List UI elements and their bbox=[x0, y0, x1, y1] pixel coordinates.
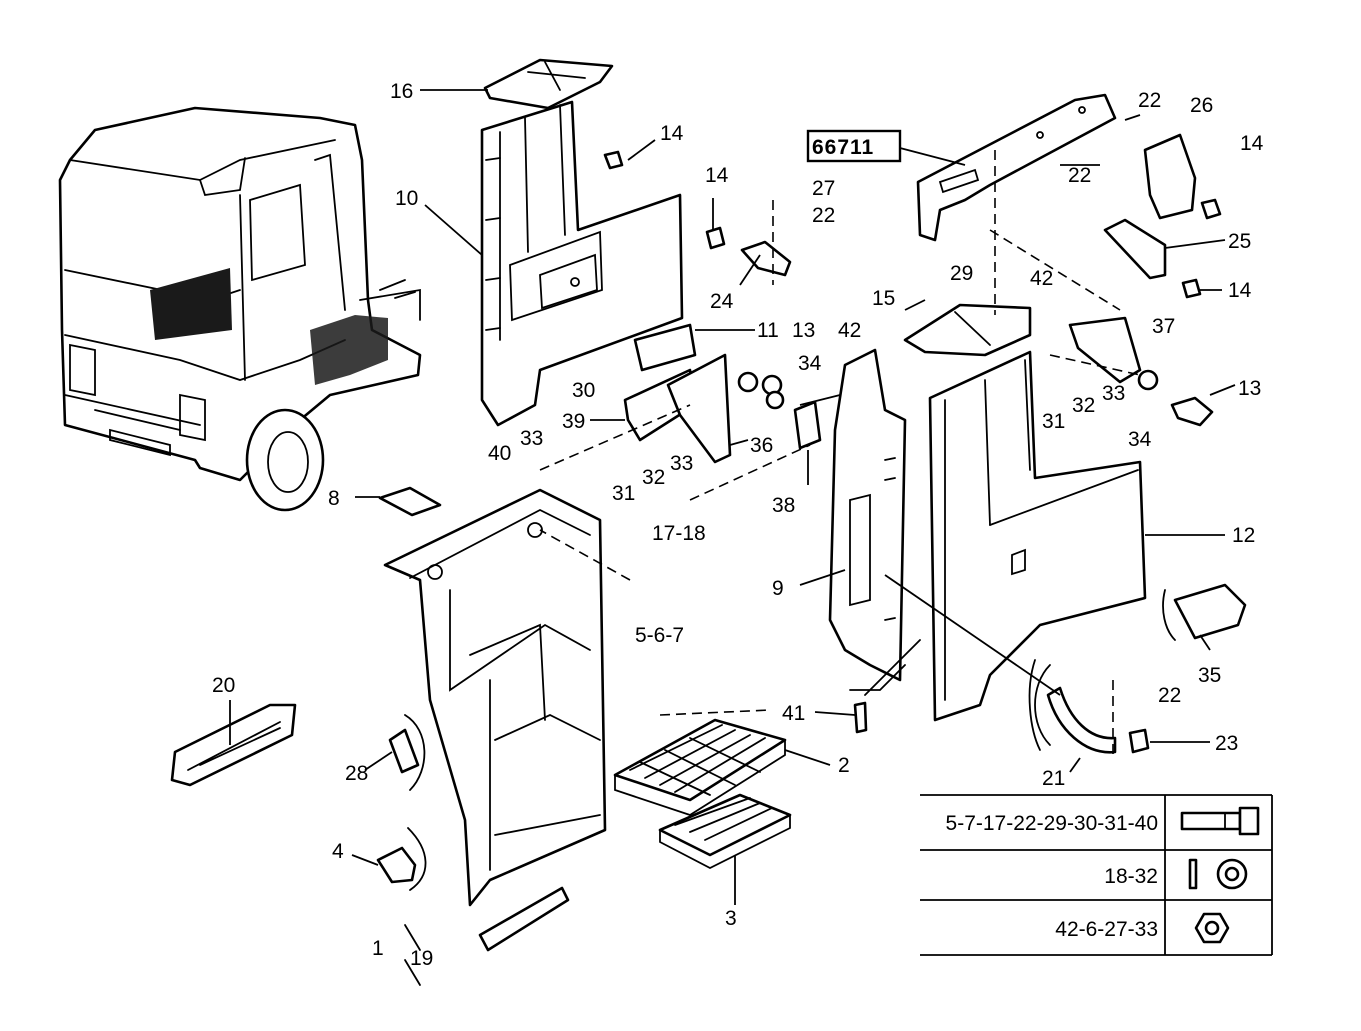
label-9: 9 bbox=[772, 577, 784, 600]
label-42: 42 bbox=[838, 319, 861, 342]
label-31: 31 bbox=[1042, 410, 1065, 433]
label-32: 32 bbox=[642, 466, 665, 489]
label-25: 25 bbox=[1228, 230, 1251, 253]
part-10-upper-side-panel bbox=[480, 100, 684, 427]
label-33: 33 bbox=[670, 452, 693, 475]
label-13: 13 bbox=[792, 319, 815, 342]
part-2-step-grid bbox=[613, 718, 787, 816]
part-28-clip bbox=[388, 728, 420, 774]
part-4-clip bbox=[376, 846, 417, 884]
part-12-right-side-panel bbox=[928, 350, 1147, 722]
label-23: 23 bbox=[1215, 732, 1238, 755]
part-8-plate bbox=[378, 486, 442, 517]
part-26-block bbox=[1143, 133, 1197, 220]
part-36-bracket bbox=[666, 353, 732, 464]
part-3-step-grid bbox=[658, 793, 792, 870]
label-27: 27 bbox=[812, 177, 835, 200]
legend-row-nut-codes: 42-6-27-33 bbox=[1055, 918, 1158, 941]
legend-row-bolt-codes: 5-7-17-22-29-30-31-40 bbox=[946, 812, 1158, 835]
label-33: 33 bbox=[520, 427, 543, 450]
label-37: 37 bbox=[1152, 315, 1175, 338]
part-37-bracket bbox=[1068, 316, 1142, 384]
label-24: 24 bbox=[710, 290, 734, 313]
part-38-bracket bbox=[793, 400, 822, 450]
part-41-pin bbox=[853, 701, 868, 734]
part-1-lower-step-housing bbox=[383, 488, 607, 907]
label-29: 29 bbox=[950, 262, 973, 285]
label-11: 11 bbox=[757, 319, 779, 342]
part-19-strip bbox=[478, 886, 570, 952]
part-13-screws bbox=[737, 371, 1214, 427]
label-13: 13 bbox=[1238, 377, 1261, 400]
label-20: 20 bbox=[212, 674, 235, 697]
label-19: 19 bbox=[410, 947, 433, 970]
part-23-nut bbox=[1128, 728, 1150, 754]
fastener-legend-table: 5-7-17-22-29-30-31-40 18-32 42-6-27-33 bbox=[920, 794, 1273, 956]
label-3: 3 bbox=[725, 907, 737, 930]
label-42: 42 bbox=[1030, 267, 1053, 290]
callout-labels: 16 10 14 14 27 22 24 11 13 42 34 30 39 3… bbox=[212, 80, 1264, 970]
part-34-washers bbox=[765, 369, 1159, 410]
bolt-icon bbox=[1180, 806, 1260, 836]
label-22: 22 bbox=[812, 204, 835, 227]
label-16: 16 bbox=[390, 80, 413, 103]
part-24-hinge bbox=[740, 240, 792, 277]
label-39: 39 bbox=[562, 410, 585, 433]
label-22: 22 bbox=[1068, 164, 1091, 187]
label-33: 33 bbox=[1102, 382, 1125, 405]
label-1: 1 bbox=[372, 937, 384, 960]
hex-nut-icon bbox=[1194, 912, 1230, 944]
part-66711-crossmember bbox=[916, 93, 1117, 242]
label-4: 4 bbox=[332, 840, 344, 863]
label-30: 30 bbox=[572, 379, 595, 402]
leader-lines bbox=[229, 89, 1236, 986]
label-38: 38 bbox=[772, 494, 795, 517]
label-14: 14 bbox=[1240, 132, 1264, 155]
washer-icon bbox=[1188, 858, 1248, 890]
label-2: 2 bbox=[838, 754, 850, 777]
part-16-top-bracket bbox=[483, 58, 614, 110]
label-35: 35 bbox=[1198, 664, 1221, 687]
label-34: 34 bbox=[798, 352, 822, 375]
part-21-mudguard-strap bbox=[1046, 686, 1117, 754]
part-35-cap bbox=[1173, 583, 1247, 640]
label-22: 22 bbox=[1138, 89, 1161, 112]
part-15-bracket bbox=[903, 303, 1032, 357]
label-26: 26 bbox=[1190, 94, 1213, 117]
label-31: 31 bbox=[612, 482, 635, 505]
svg-text:66711: 66711 bbox=[812, 136, 874, 159]
part-14-bolts bbox=[603, 150, 1222, 299]
label-28: 28 bbox=[345, 762, 368, 785]
label-36: 36 bbox=[750, 434, 773, 457]
label-10: 10 bbox=[395, 187, 418, 210]
legend-row-washer-codes: 18-32 bbox=[1104, 865, 1158, 888]
label-8: 8 bbox=[328, 487, 340, 510]
reference-number-box: 66711 bbox=[806, 129, 902, 163]
label-32: 32 bbox=[1072, 394, 1095, 417]
truck-cab-illustration bbox=[58, 106, 422, 512]
part-11-plate bbox=[633, 323, 697, 372]
label-41: 41 bbox=[782, 702, 805, 725]
label-14: 14 bbox=[705, 164, 729, 187]
label-14: 14 bbox=[660, 122, 684, 145]
label-40: 40 bbox=[488, 442, 511, 465]
part-25-bracket bbox=[1103, 218, 1167, 280]
label-12: 12 bbox=[1232, 524, 1255, 547]
label-15: 15 bbox=[872, 287, 895, 310]
label-14: 14 bbox=[1228, 279, 1252, 302]
label-34: 34 bbox=[1128, 428, 1152, 451]
label-5-6-7: 5-6-7 bbox=[635, 624, 684, 647]
label-21: 21 bbox=[1042, 767, 1065, 790]
label-17-18: 17-18 bbox=[652, 522, 706, 545]
part-20-bracket bbox=[170, 703, 297, 787]
part-9-vertical-panel bbox=[828, 348, 907, 682]
label-22: 22 bbox=[1158, 684, 1181, 707]
